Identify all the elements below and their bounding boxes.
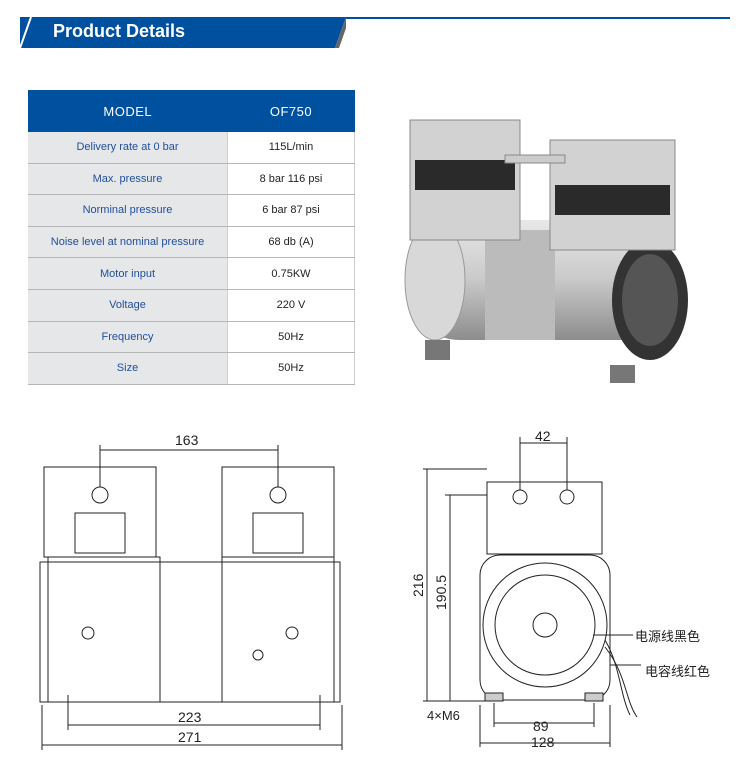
spec-label: Motor input	[28, 257, 228, 290]
front-dimension-drawing: 163 223 271	[39, 432, 343, 750]
spec-value: 8 bar 116 psi	[227, 163, 355, 196]
spec-value: 68 db (A)	[227, 226, 355, 259]
header-banner	[20, 17, 346, 48]
spec-label: Voltage	[28, 289, 228, 322]
column-header-model: MODEL	[28, 90, 228, 132]
dim-163: 163	[175, 432, 199, 448]
label-power-wire: 电源线黑色	[635, 629, 700, 644]
dim-216: 216	[410, 573, 426, 597]
spec-label: Size	[28, 352, 228, 385]
dim-190-5: 190.5	[433, 575, 449, 610]
header-rule	[345, 17, 730, 19]
section-title: Product Details	[53, 21, 186, 41]
spec-label: Frequency	[28, 321, 228, 354]
product-photo	[404, 119, 688, 383]
spec-value: 0.75KW	[227, 257, 355, 290]
label-capacitor-wire: 电容线红色	[645, 664, 710, 679]
spec-label: Max. pressure	[28, 163, 228, 196]
side-dimension-drawing: 42 216 190.5 4×M6 89 128 电源线黑色 电容线红色	[410, 428, 710, 750]
dim-223: 223	[178, 709, 202, 725]
spec-value: 50Hz	[227, 352, 355, 385]
dim-42: 42	[535, 428, 551, 444]
column-header-value: OF750	[227, 90, 355, 132]
dim-mounting-holes: 4×M6	[427, 708, 460, 723]
spec-value: 50Hz	[227, 321, 355, 354]
spec-label: Norminal pressure	[28, 194, 228, 227]
spec-label: Noise level at nominal pressure	[28, 226, 228, 259]
spec-value: 115L/min	[227, 132, 355, 164]
dim-89: 89	[533, 718, 549, 734]
dim-271: 271	[178, 729, 202, 745]
dim-128: 128	[531, 734, 555, 750]
spec-label: Delivery rate at 0 bar	[28, 132, 228, 164]
spec-value: 220 V	[227, 289, 355, 322]
spec-value: 6 bar 87 psi	[227, 194, 355, 227]
